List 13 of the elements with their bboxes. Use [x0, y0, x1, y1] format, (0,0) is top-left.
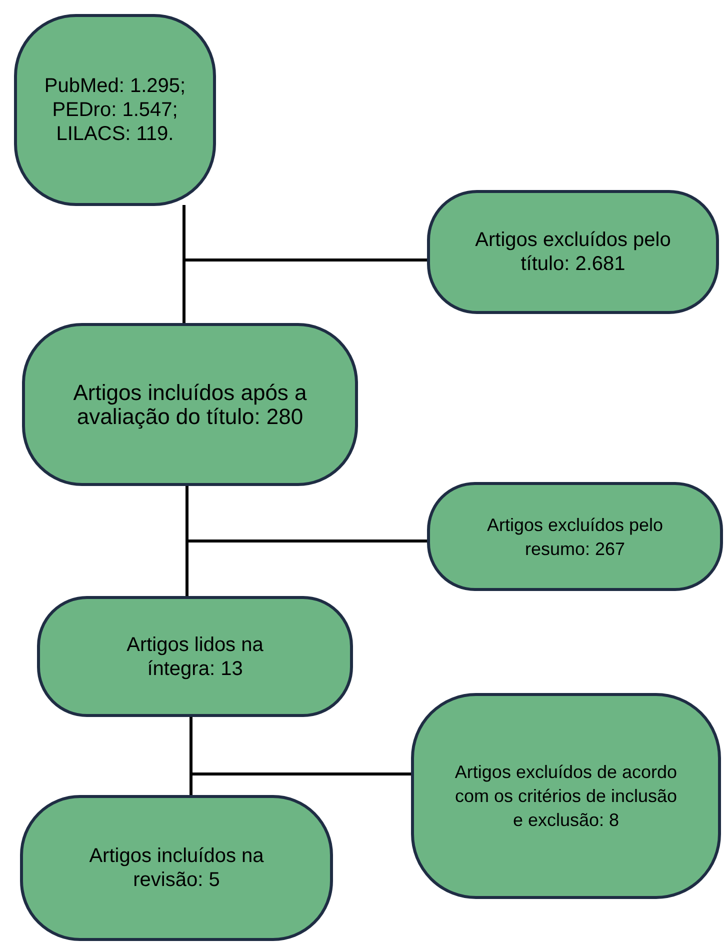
connector-line — [182, 205, 428, 262]
box-text: Artigos excluídos pelo resumo: 267 — [486, 514, 664, 560]
box-text: Artigos excluídos pelo título: 2.681 — [474, 228, 672, 276]
process-box — [22, 323, 358, 486]
connector-line — [190, 716, 412, 776]
box-text: PubMed: 1.295; PEDro: 1.547; LILACS: 119. — [43, 74, 187, 146]
box-text: Artigos incluídos na revisão: 5 — [88, 844, 265, 892]
box-text: Artigos incluídos após a avaliação do título: 280 — [72, 380, 308, 428]
box-text: Artigos lidos na íntegra: 13 — [126, 632, 264, 680]
box-text: Artigos excluídos de acordo com os critérios de inclusão e exclusão: 8 — [454, 761, 678, 832]
connector-line — [186, 485, 428, 542]
process-box — [411, 693, 721, 899]
process-box — [14, 14, 216, 206]
